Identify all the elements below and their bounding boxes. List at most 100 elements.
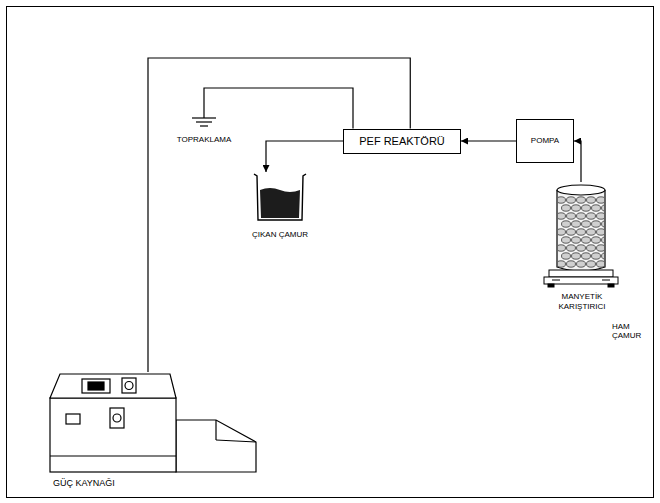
illustration-node: ÇIKAN ÇAMUR — [252, 172, 308, 222]
magnetic-stirrer — [544, 270, 618, 287]
sludge-blob — [602, 205, 605, 211]
illustration-node: GÜÇ KAYNAĞI — [45, 372, 260, 472]
sludge-blob — [562, 237, 571, 243]
stirrer-detail — [552, 280, 560, 281]
stirrer-foot — [548, 284, 554, 287]
sludge-blob — [572, 237, 581, 243]
box-label: PEF REAKTÖRÜ — [359, 135, 445, 148]
sludge-blob — [587, 213, 596, 219]
sludge-blob — [597, 197, 605, 203]
part-label: TOPRAKLAMA — [159, 135, 249, 144]
sludge-blob — [567, 213, 576, 219]
sludge-blob — [567, 197, 576, 203]
sludge-blob — [558, 245, 566, 251]
supply-switch — [66, 414, 80, 424]
beaker-outline — [254, 174, 306, 220]
stirrer-foot — [608, 284, 614, 287]
raw-beaker — [557, 185, 611, 271]
sludge-blob — [592, 221, 601, 227]
illustration-node: TOPRAKLAMA — [188, 112, 220, 128]
sludge-blob — [558, 213, 566, 219]
part-label: GÜÇ KAYNAĞI — [53, 478, 173, 488]
beaker-outline — [557, 190, 605, 271]
supply-knob — [125, 382, 133, 390]
part-label: HAM ÇAMUR — [612, 322, 650, 340]
sludge-blob — [558, 261, 566, 267]
ground-stem — [203, 112, 204, 118]
sludge-blob — [587, 229, 596, 235]
supply-panel — [50, 374, 176, 398]
sludge-blob — [582, 237, 591, 243]
sludge-blob — [592, 253, 601, 259]
sludge-blob — [597, 245, 605, 251]
illustration-node: HAM ÇAMUR — [555, 182, 607, 272]
sludge-blob — [572, 253, 581, 259]
sludge-blob — [582, 221, 591, 227]
supply-meter-knob — [113, 414, 121, 422]
supply-dial — [122, 378, 136, 393]
supply-edge — [215, 420, 216, 440]
sludge-blob — [577, 229, 586, 235]
stirrer-top — [549, 270, 613, 277]
sludge-blob — [567, 261, 576, 267]
supply-display-screen — [88, 382, 104, 390]
sludge-blob — [577, 245, 586, 251]
sludge-texture — [558, 197, 604, 267]
sludge-blob — [562, 253, 571, 259]
part-label: ÇIKAN ÇAMUR — [225, 230, 335, 239]
sludge-blob — [587, 261, 596, 267]
connector-line — [204, 88, 353, 129]
power-supply — [50, 374, 256, 472]
sludge-blob — [577, 213, 586, 219]
sludge-blob — [562, 221, 571, 227]
supply-edge — [216, 440, 256, 442]
sludge-blob — [592, 237, 601, 243]
sludge-blob — [597, 213, 605, 219]
connector-line — [461, 140, 516, 141]
sludge-blob — [582, 253, 591, 259]
ground-bar — [200, 125, 208, 126]
stirrer-base — [544, 277, 618, 284]
supply-meter — [110, 408, 124, 428]
beaker-rim — [557, 185, 605, 195]
sludge-blob — [572, 205, 581, 211]
supply-side — [176, 420, 256, 472]
outlet-beaker — [254, 174, 306, 220]
ground-bar — [196, 121, 212, 122]
supply-display — [82, 379, 110, 393]
part-label: MANYETİK KARIŞTIRICI — [541, 292, 623, 311]
sludge-blob — [562, 205, 571, 211]
frame — [7, 7, 654, 498]
sludge-blob — [602, 253, 605, 259]
sludge-fill — [260, 188, 300, 218]
process-box: POMPA — [516, 119, 574, 163]
connector-line — [266, 141, 343, 172]
stirrer-detail — [602, 280, 610, 281]
ground-bar — [192, 117, 216, 118]
sludge-blob — [567, 229, 576, 235]
sludge-blob — [587, 197, 596, 203]
sludge-blob — [577, 261, 586, 267]
process-box: PEF REAKTÖRÜ — [343, 129, 461, 154]
sludge-blob — [567, 245, 576, 251]
sludge-blob — [558, 229, 566, 235]
sludge-blob — [597, 229, 605, 235]
sludge-blob — [577, 197, 586, 203]
supply-band — [50, 455, 176, 456]
connector-line — [148, 58, 410, 372]
connector-line — [574, 141, 581, 182]
sludge-blob — [602, 237, 605, 243]
sludge-blob — [558, 197, 566, 203]
sludge-blob — [582, 205, 591, 211]
ground-symbol — [192, 112, 216, 126]
box-label: POMPA — [531, 136, 559, 145]
sludge-blob — [587, 245, 596, 251]
sludge-blob — [572, 221, 581, 227]
sludge-blob — [597, 261, 605, 267]
sludge-blob — [592, 205, 601, 211]
sludge-blob — [602, 221, 605, 227]
supply-front — [50, 398, 176, 472]
